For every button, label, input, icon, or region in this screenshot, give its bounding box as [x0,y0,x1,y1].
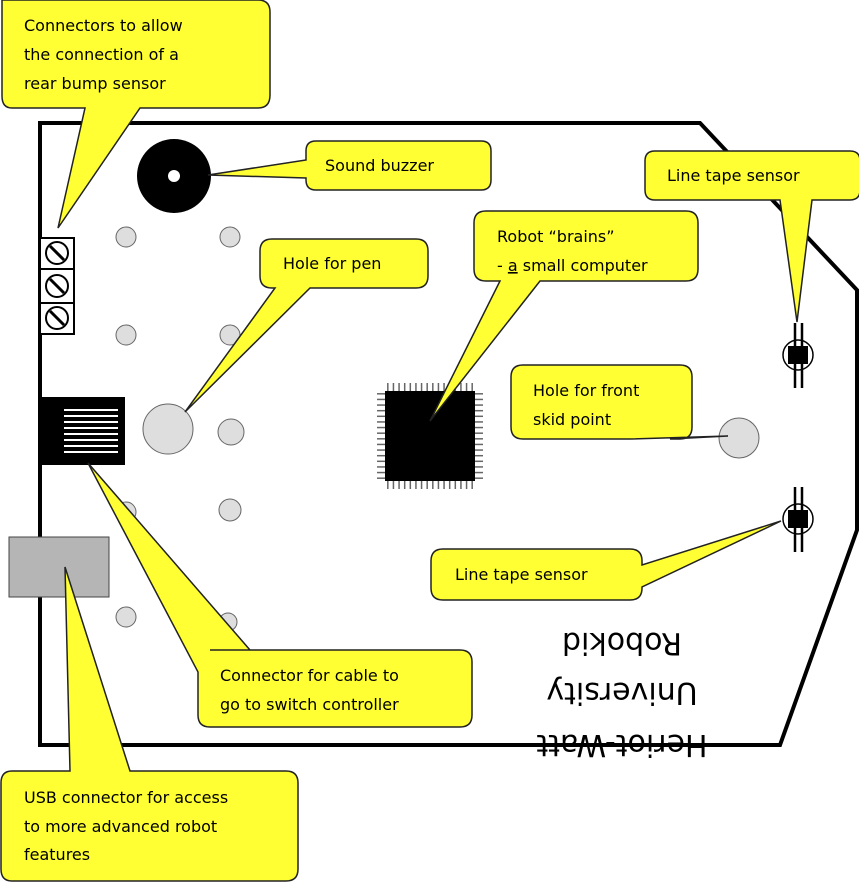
hole [115,606,137,628]
callout-line: the connection of a [24,45,179,64]
callout-line: Connector for cable to [220,666,399,685]
svg-text:Hole for front: Hole for front [533,381,639,400]
callout-sound-buzzer: Sound buzzer [207,140,492,191]
rear-bump-connectors [39,237,75,335]
callout-line-tape-sensor-top: Line tape sensor [644,150,859,323]
svg-text:skid point: skid point [533,410,611,429]
callout-line: USB connector for access [24,788,228,807]
svg-text:Connectors to allow: Connectors to allow [24,16,183,35]
svg-text:Connector for cable to: Connector for cable to [220,666,399,685]
svg-text:Robot “brains”: Robot “brains” [497,227,615,246]
hole [219,226,241,248]
callout-line: Hole for pen [283,254,381,273]
board-name-line3: Robokid [562,625,682,660]
sound-buzzer [137,139,211,213]
callout-line: Line tape sensor [455,565,588,584]
svg-text:to more advanced robot: to more advanced robot [24,817,217,836]
usb-connector [8,536,110,598]
svg-text:USB connector for access: USB connector for access [24,788,228,807]
board-name-line1: Heriot-Watt [536,727,707,762]
board-name: Heriot-Watt University Robokid [536,625,707,762]
svg-text:the connection of a: the connection of a [24,45,179,64]
svg-text:Line tape sensor: Line tape sensor [455,565,588,584]
callout-line: rear bump sensor [24,74,166,93]
callout-line: Sound buzzer [325,156,434,175]
mounting-holes [115,226,245,632]
callout-line: skid point [533,410,611,429]
line-tape-sensor-top [782,323,814,388]
svg-text:Line tape sensor: Line tape sensor [667,166,800,185]
pen-hole [142,403,194,455]
svg-text:rear bump sensor: rear bump sensor [24,74,166,93]
svg-text:features: features [24,845,90,864]
callout-line: Hole for front [533,381,639,400]
svg-text:Sound buzzer: Sound buzzer [325,156,434,175]
line-tape-sensor-bottom [782,487,814,552]
cable-connector [38,397,125,465]
hole [115,324,137,346]
svg-text:Hole for pen: Hole for pen [283,254,381,273]
callout-line: Robot “brains” [497,227,615,246]
hole [217,418,245,446]
callout-line: features [24,845,90,864]
callout-line: Connectors to allow [24,16,183,35]
callout-line: go to switch controller [220,695,399,714]
callout-line: - a small computer [497,256,648,275]
hole [115,226,137,248]
board-name-line2: University [546,675,697,710]
callout-robot-brains: Robot “brains” - a small computer [429,210,699,422]
callout-cable-connector: Connector for cable to go to switch cont… [87,462,473,728]
callout-line: Line tape sensor [667,166,800,185]
callout-hole-for-pen: Hole for pen [184,238,429,413]
callout-line-tape-sensor-bottom: Line tape sensor [430,520,782,601]
hole [218,498,242,522]
callout-line: to more advanced robot [24,817,217,836]
front-skid-hole [718,417,760,459]
callout-rear-bump-sensor: Connectors to allow the connection of a … [1,0,271,229]
callout-front-skid: Hole for front skid point [510,364,729,440]
svg-text:go to switch controller: go to switch controller [220,695,399,714]
callout-usb-connector: USB connector for access to more advance… [0,566,299,882]
microcontroller-chip [377,383,483,489]
